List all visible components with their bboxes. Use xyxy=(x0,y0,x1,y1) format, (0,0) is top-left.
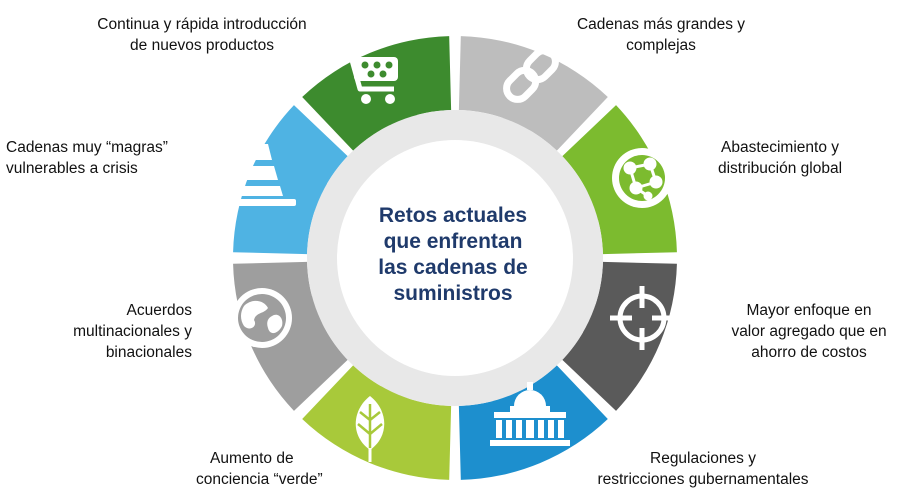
chain-link-icon xyxy=(503,47,559,103)
label-complex-chains: Cadenas más grandes y complejas xyxy=(551,14,771,56)
shopping-cart-icon xyxy=(340,50,398,104)
label-line: Mayor enfoque en xyxy=(746,302,872,319)
label-line: Aumento de xyxy=(210,450,294,467)
segment-lean-chains xyxy=(233,105,348,255)
label-line: conciencia “verde” xyxy=(196,471,323,488)
segment-new-products xyxy=(302,36,452,151)
label-green-awareness: Aumento de conciencia “verde” xyxy=(196,448,396,490)
label-line: Cadenas más grandes y xyxy=(576,16,745,33)
label-regulations: Regulaciones y restricciones gubernament… xyxy=(568,448,838,490)
label-lean-chains: Cadenas muy “magras” vulnerables a crisi… xyxy=(6,137,216,179)
central-title-line: las cadenas de xyxy=(378,256,528,279)
globe-network-icon xyxy=(612,148,672,208)
label-line: valor agregado que en xyxy=(731,323,887,340)
label-global-sourcing: Abastecimiento y distribución global xyxy=(690,137,870,179)
label-line: Regulaciones y xyxy=(650,450,756,467)
central-title-line: Retos actuales xyxy=(378,204,528,227)
label-line: complejas xyxy=(626,37,696,54)
segment-complex-chains xyxy=(458,36,608,151)
central-title-line: que enfrentan xyxy=(383,230,523,253)
center-circle xyxy=(337,140,573,376)
label-line: restricciones gubernamentales xyxy=(597,471,809,488)
government-building-icon xyxy=(490,382,570,446)
label-agreements: Acuerdos multinacionales y binacionales xyxy=(30,300,192,363)
label-line: Acuerdos xyxy=(126,302,192,319)
central-title: Retos actuales que enfrentan las cadenas… xyxy=(345,203,561,307)
central-title-line: suministros xyxy=(393,282,513,305)
label-line: ahorro de costos xyxy=(751,344,867,361)
crosshair-target-icon xyxy=(610,286,674,350)
leaf-icon xyxy=(355,396,385,462)
label-line: binacionales xyxy=(105,344,192,361)
label-line: Continua y rápida introducción xyxy=(97,16,307,33)
label-new-products: Continua y rápida introducción de nuevos… xyxy=(68,14,336,56)
label-line: vulnerables a crisis xyxy=(6,160,138,177)
label-line: de nuevos productos xyxy=(130,37,274,54)
label-line: multinacionales y xyxy=(73,323,192,340)
label-line: distribución global xyxy=(717,160,843,177)
earth-globe-icon xyxy=(232,288,292,348)
traffic-cone-icon xyxy=(228,144,296,206)
label-line: Cadenas muy “magras” xyxy=(6,139,168,156)
label-value-added: Mayor enfoque en valor agregado que en a… xyxy=(700,300,918,363)
label-line: Abastecimiento y xyxy=(720,139,840,156)
